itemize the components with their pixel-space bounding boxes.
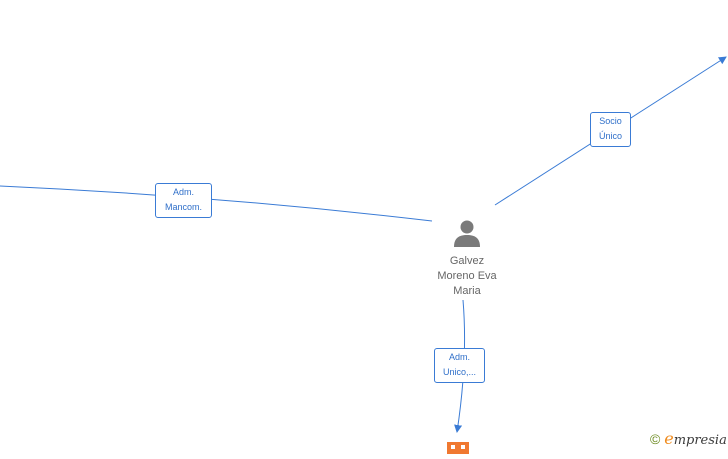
brand-logo-text: mpresia xyxy=(673,433,727,448)
building-icon xyxy=(447,442,469,454)
person-node[interactable]: Galvez Moreno Eva Maria xyxy=(422,218,512,299)
copyright-symbol: © xyxy=(650,431,661,447)
edge-line-adm-mancom xyxy=(0,185,433,222)
brand-credit: © empresia xyxy=(650,429,727,448)
edge-label-adm-unico[interactable]: Adm. Unico,... xyxy=(434,348,485,383)
person-icon xyxy=(454,220,480,247)
edge-label-socio-unico[interactable]: Socio Único xyxy=(590,112,631,147)
company-node[interactable] xyxy=(447,441,469,454)
brand-logo-initial: e xyxy=(664,429,674,448)
edge-label-adm-mancom[interactable]: Adm. Mancom. xyxy=(155,183,212,218)
person-name: Galvez Moreno Eva Maria xyxy=(437,255,497,297)
brand-logo: empresia xyxy=(664,429,727,448)
